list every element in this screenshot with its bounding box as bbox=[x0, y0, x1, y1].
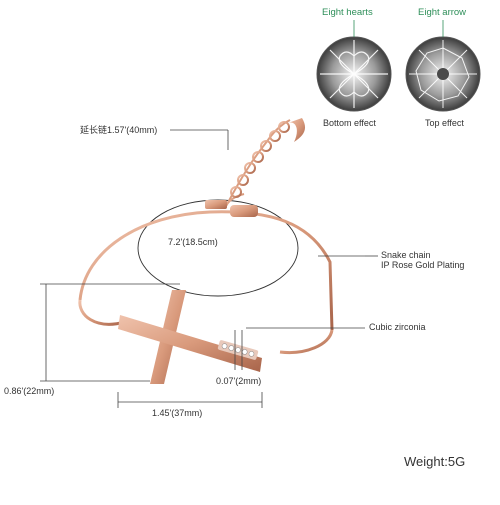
cross-pendant bbox=[118, 290, 262, 384]
top-effect-label: Top effect bbox=[425, 118, 464, 128]
cubic-zirconia-label: Cubic zirconia bbox=[369, 322, 426, 332]
extension-chain bbox=[224, 119, 291, 209]
circumference-ellipse bbox=[137, 199, 299, 297]
circumference-label: 7.2'(18.5cm) bbox=[168, 237, 218, 247]
drop-charm bbox=[288, 118, 306, 142]
lobster-clasp bbox=[230, 205, 258, 217]
eight-arrows-gem-icon bbox=[405, 36, 481, 112]
eight-hearts-gem-icon bbox=[316, 36, 392, 112]
snake-chain-label: Snake chain bbox=[381, 250, 431, 260]
weight-label: Weight:5G bbox=[404, 454, 466, 469]
eight-arrow-label: Eight arrow bbox=[418, 7, 467, 18]
bottom-effect-label: Bottom effect bbox=[323, 118, 376, 128]
plating-label: IP Rose Gold Plating bbox=[381, 260, 465, 270]
snake-chain-left bbox=[78, 299, 126, 326]
width-label: 1.45'(37mm) bbox=[152, 408, 203, 418]
stone-size-label: 0.07'(2mm) bbox=[216, 376, 262, 386]
extension-chain-label: 延长链1.57'(40mm) bbox=[80, 125, 158, 135]
height-label: 0.86'(22mm) bbox=[4, 386, 55, 396]
snake-chain bbox=[78, 210, 334, 331]
chain-end-cap bbox=[205, 200, 227, 209]
eight-hearts-label: Eight hearts bbox=[322, 7, 373, 18]
snake-chain-right bbox=[279, 329, 334, 355]
